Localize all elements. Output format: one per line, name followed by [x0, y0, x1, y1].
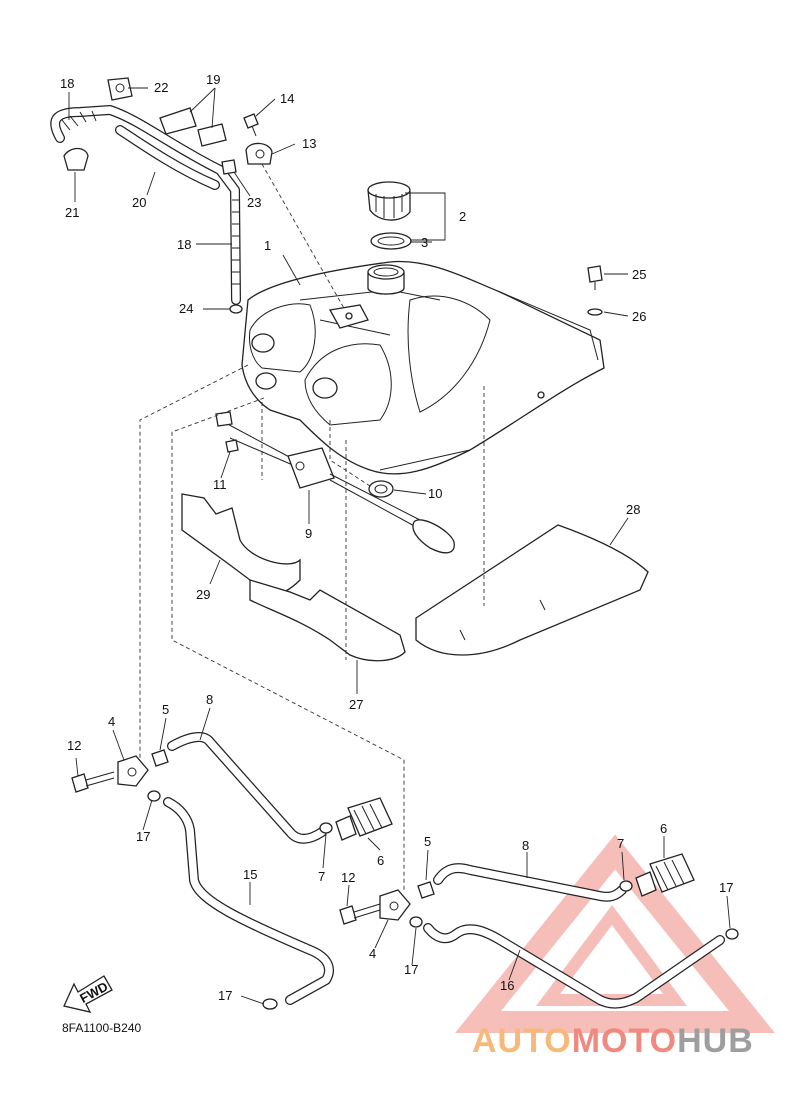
clamp-7-right — [619, 880, 633, 892]
clamp-17-right-b — [725, 928, 739, 940]
diagram-code: 8FA1100-B240 — [62, 1021, 141, 1035]
clip-23 — [221, 159, 237, 175]
clamp-7-left — [319, 822, 333, 834]
callout-18-mid: 18 — [177, 237, 191, 252]
cap-gasket — [370, 232, 412, 250]
callout-27: 27 — [349, 697, 363, 712]
heat-shield-29 — [181, 493, 301, 596]
hose-8-left — [167, 732, 327, 844]
bolt-14 — [243, 113, 259, 137]
callout-8-right: 8 — [522, 838, 529, 853]
callout-10: 10 — [428, 486, 442, 501]
fuel-cock-left — [117, 755, 149, 787]
screw-11 — [225, 439, 239, 453]
callout-17-bottom: 17 — [218, 988, 232, 1003]
callout-5-right: 5 — [424, 834, 431, 849]
watermark-brand: AUTOMOTOHUB — [472, 1022, 754, 1060]
callout-4-right: 4 — [369, 946, 376, 961]
callout-16: 16 — [500, 978, 514, 993]
callout-7-right: 7 — [617, 836, 624, 851]
fwd-arrow-icon: FWD — [63, 975, 113, 1013]
callout-24: 24 — [179, 301, 193, 316]
callout-8-left: 8 — [206, 692, 213, 707]
clamp-22 — [107, 77, 133, 101]
callout-7-left: 7 — [318, 869, 325, 884]
bolt-12-right — [339, 903, 381, 925]
callout-29: 29 — [196, 587, 210, 602]
callout-14: 14 — [280, 91, 294, 106]
leader-lines — [68, 87, 731, 1005]
washer-26 — [587, 308, 603, 316]
callout-25: 25 — [632, 267, 646, 282]
fuel-cock-right — [379, 889, 411, 921]
callout-6-right: 6 — [660, 821, 667, 836]
callout-17-right: 17 — [719, 880, 733, 895]
callout-11: 11 — [213, 477, 227, 492]
ref-line-left — [139, 364, 249, 760]
callout-22: 22 — [154, 80, 168, 95]
callout-1: 1 — [264, 238, 271, 253]
filter-6-left — [335, 797, 393, 841]
clip-21 — [63, 147, 89, 171]
callout-5-left: 5 — [162, 702, 169, 717]
clamp-17-bottom — [262, 998, 278, 1010]
callout-21: 21 — [65, 205, 79, 220]
clamp-17-right-a — [409, 916, 423, 928]
hose-16 — [423, 923, 725, 1009]
breather-hose-assembly — [50, 105, 243, 314]
ref-line-mid — [171, 397, 405, 890]
ref-line-10 — [329, 420, 371, 487]
callout-15: 15 — [243, 867, 257, 882]
callout-4-left: 4 — [108, 714, 115, 729]
oring-5-left — [151, 749, 169, 767]
watermark-auto: AUTO — [472, 1022, 572, 1060]
callout-12-right: 12 — [341, 870, 355, 885]
callout-13: 13 — [302, 136, 316, 151]
callout-20: 20 — [132, 195, 146, 210]
callout-12-left: 12 — [67, 738, 81, 753]
callout-6-left: 6 — [377, 853, 384, 868]
oring-5-right — [417, 881, 435, 899]
callout-3: 3 — [421, 235, 428, 250]
watermark-moto: MOTO — [572, 1022, 677, 1060]
bolt-25 — [587, 265, 603, 290]
callout-17-mid: 17 — [404, 962, 418, 977]
fwd-label: FWD — [77, 979, 110, 1006]
callout-23: 23 — [247, 195, 261, 210]
callout-28: 28 — [626, 502, 640, 517]
clamp-17-left — [147, 790, 161, 802]
callout-17-left: 17 — [136, 829, 150, 844]
callout-19: 19 — [206, 72, 220, 87]
grommet-10 — [368, 480, 394, 498]
fuel-cap — [367, 181, 411, 221]
fuel-level-sender — [215, 411, 455, 554]
svg-text:AUTOMOTOHUB: AUTOMOTOHUB — [472, 1022, 754, 1060]
bracket-13 — [245, 142, 273, 165]
heat-shield-28 — [415, 524, 649, 656]
callout-9: 9 — [305, 526, 312, 541]
filter-6-right — [635, 853, 695, 897]
hose-8-right — [433, 863, 627, 902]
watermark-hub: HUB — [677, 1022, 754, 1060]
heat-shield-27 — [249, 579, 406, 662]
bolt-12-left — [71, 771, 115, 793]
hose-15 — [163, 797, 334, 1005]
callout-26: 26 — [632, 309, 646, 324]
callout-2: 2 — [459, 209, 466, 224]
clip-19 — [159, 107, 227, 147]
callout-18-top: 18 — [60, 76, 74, 91]
callout-labels: 1 2 3 4 4 5 5 6 6 7 7 8 8 9 10 11 12 12 … — [60, 72, 733, 1003]
fuel-tank — [241, 260, 605, 475]
